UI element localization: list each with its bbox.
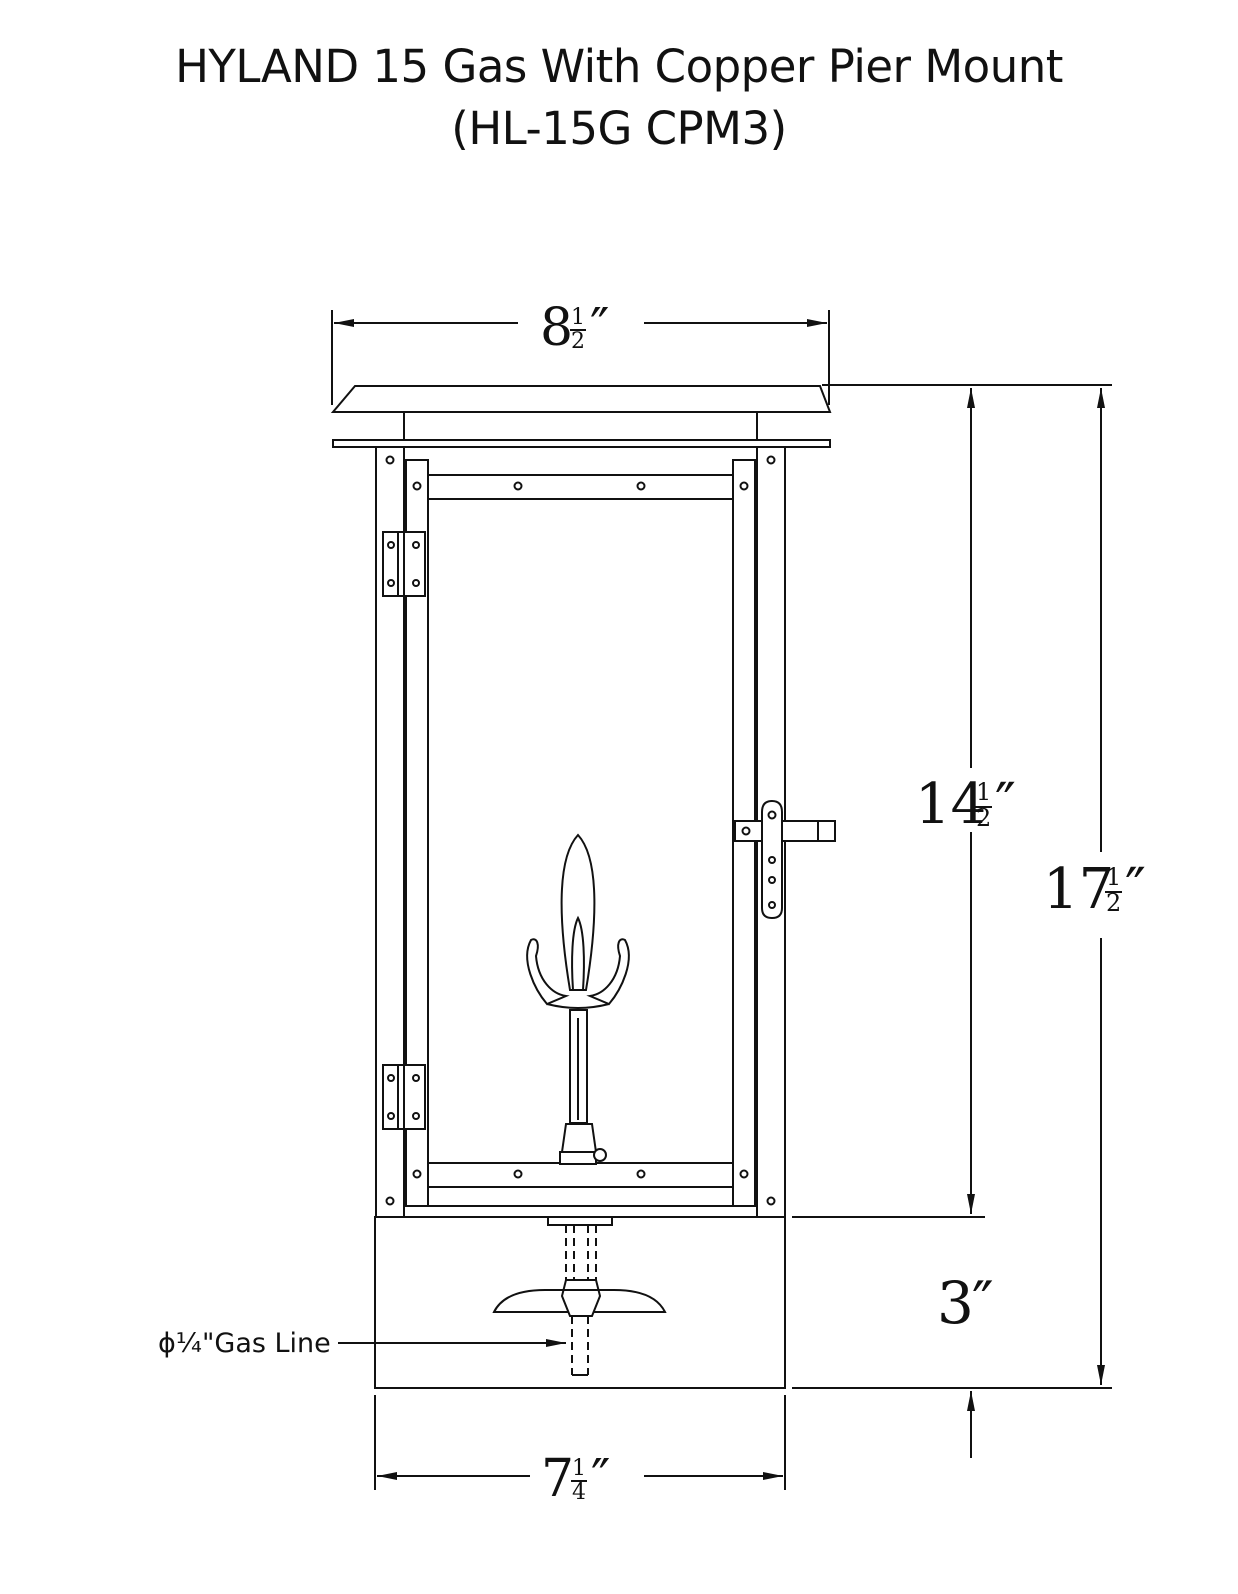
dimension-lines <box>331 310 1112 1490</box>
burner-assembly <box>526 833 630 1165</box>
door-top-rail <box>427 474 734 500</box>
dim-body-height: 14 1 2 ″ <box>915 772 1016 837</box>
svg-text:2: 2 <box>1106 889 1121 917</box>
svg-text:″: ″ <box>1125 857 1146 922</box>
svg-text:1: 1 <box>571 305 585 330</box>
lantern-body <box>330 385 836 1389</box>
svg-text:2: 2 <box>571 329 585 354</box>
model-number: (HL-15G CPM3) <box>451 102 787 155</box>
svg-text:2: 2 <box>976 804 991 832</box>
upper-hinge <box>382 531 426 597</box>
svg-text:4: 4 <box>572 1480 586 1505</box>
door-latch <box>734 799 836 920</box>
gas-line-label: ϕ¼"Gas Line <box>158 1328 331 1359</box>
flame-right <box>586 938 630 1006</box>
dim-base-height: 3 ″ <box>937 1269 994 1337</box>
svg-text:″: ″ <box>591 1449 610 1509</box>
lower-hinge <box>382 1064 426 1130</box>
roof-cap <box>330 385 832 413</box>
svg-text:7: 7 <box>541 1449 574 1509</box>
flame-center <box>571 915 585 991</box>
diagram-title: HYLAND 15 Gas With Copper Pier Mount <box>175 40 1063 93</box>
svg-text:1: 1 <box>976 778 991 806</box>
roof-plate <box>332 439 831 448</box>
svg-text:″: ″ <box>590 298 609 358</box>
svg-text:1: 1 <box>1106 863 1121 891</box>
svg-text:14: 14 <box>915 772 986 837</box>
flame-main <box>560 833 596 991</box>
flame-left <box>526 938 570 1006</box>
svg-text:17: 17 <box>1043 857 1114 922</box>
dim-base-width: 7 1 4 ″ <box>541 1449 610 1509</box>
svg-text:″: ″ <box>972 1269 994 1337</box>
gas-pipe <box>565 1225 597 1375</box>
pipe-fitting <box>560 1279 602 1317</box>
dim-overall-height: 17 1 2 ″ <box>1043 857 1146 922</box>
svg-text:3: 3 <box>937 1269 974 1337</box>
svg-text:″: ″ <box>995 772 1016 837</box>
door-bottom-rail <box>427 1162 734 1188</box>
svg-text:8: 8 <box>540 298 573 358</box>
svg-text:1: 1 <box>572 1456 586 1481</box>
dim-top-width: 8 1 2 ″ <box>540 298 609 358</box>
